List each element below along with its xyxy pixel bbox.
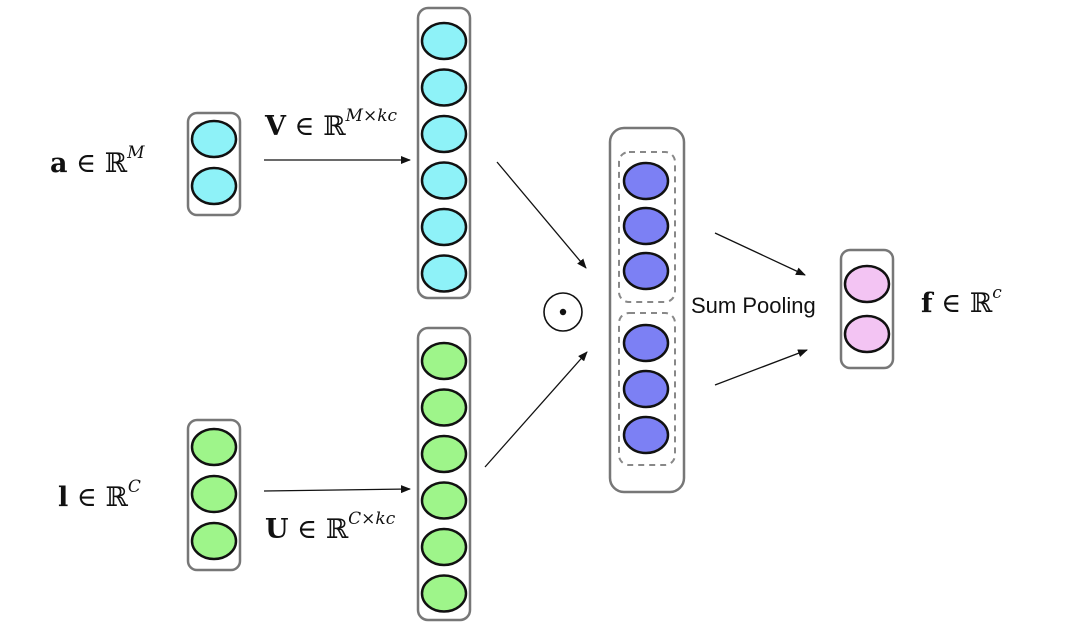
V-vector-node-1 [420,21,468,61]
pool-group-1-node-3 [622,251,670,291]
hadamard-dot [559,308,567,316]
U-vector-node-1 [420,341,468,381]
pool-group-2-node-2 [622,369,670,409]
f-vector-nodes [843,264,891,354]
U-vector-node-5 [420,527,468,567]
U-vector-node-6 [420,574,468,613]
arrow-pool1-to-f [714,232,806,276]
U-vector-node-3 [420,434,468,474]
pool-group-1-node-1 [622,161,670,201]
V-vector-node-6 [420,254,468,293]
V-vector-node-4 [420,161,468,200]
a-vector-node-1 [190,119,238,159]
V-vector-nodes [420,21,468,293]
product-vector-nodes [622,161,670,455]
U-vector-node-2 [420,388,468,427]
a-vector-nodes [190,119,238,206]
V-vector-node-3 [420,114,468,154]
l-vector-nodes [190,427,238,561]
l-vector-node-1 [190,427,238,467]
V-vector-node-2 [420,68,468,107]
label-f: f ∈ ℝc [921,283,1002,320]
f-vector-node-2 [843,314,891,354]
arrow-l-to-U [263,485,411,494]
pool-group-1 [618,151,676,303]
f-vector-node-1 [843,264,891,304]
label-V: V ∈ ℝM×kc [265,106,398,143]
U-vector-nodes [420,341,468,613]
pool-group-2-node-3 [622,415,670,455]
label-a: a ∈ ℝM [50,143,145,180]
a-vector-node-2 [190,166,238,206]
V-vector-node-5 [420,207,468,247]
pool-group-1-node-2 [622,206,670,246]
l-vector-node-2 [190,474,238,514]
arrow-V-to-product [496,161,587,269]
label-sum-pooling: Sum Pooling [691,293,816,318]
arrow-U-to-product [484,351,588,468]
U-vector-node-4 [420,481,468,520]
arrow-pool2-to-f [714,349,808,386]
label-l: l ∈ ℝC [58,477,141,514]
label-U: U ∈ ℝC×kc [265,509,396,546]
pool-group-2-node-1 [622,323,670,363]
l-vector-node-3 [190,521,238,561]
